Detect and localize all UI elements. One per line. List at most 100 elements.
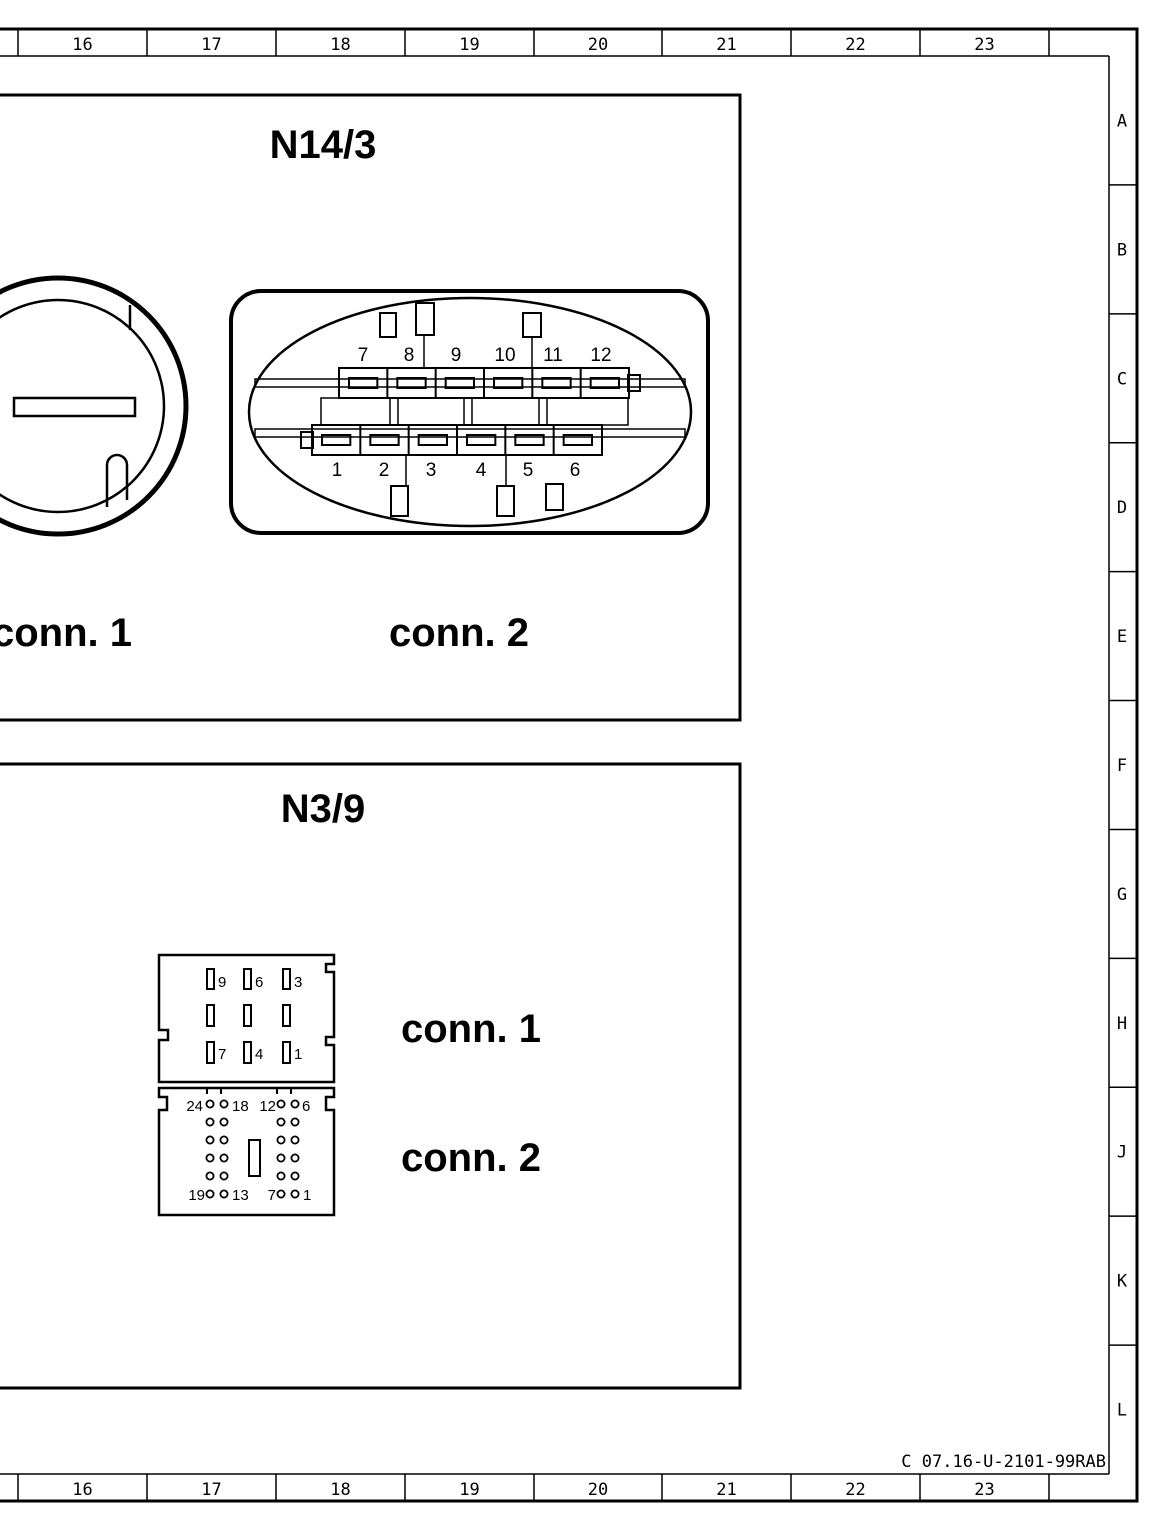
n14-3-conn2-pin-8: 8	[404, 345, 415, 366]
n3-9-conn1-pin-4: 4	[255, 1046, 263, 1063]
grid-row-K: K	[1117, 1272, 1128, 1292]
n3-9-conn2-hole	[290, 1171, 300, 1181]
n3-9-conn2-hole	[290, 1135, 300, 1145]
n3-9-conn1-pin-6: 6	[255, 974, 263, 991]
n3-9-conn2-hole	[205, 1189, 215, 1199]
document-id: C 07.16-U-2101-99RAB	[901, 1452, 1106, 1472]
n3-9-conn2-hole	[205, 1117, 215, 1127]
n3-9-conn1-pin-9: 9	[218, 974, 226, 991]
n14-3-conn2-top-slot	[589, 377, 621, 389]
grid-col-16-top: 16	[72, 35, 92, 55]
grid-col-18-bottom: 18	[330, 1480, 350, 1500]
grid-row-B: B	[1117, 240, 1127, 260]
n3-9-conn2-hole	[219, 1189, 229, 1199]
grid-row-A: A	[1117, 111, 1127, 131]
grid-row-D: D	[1117, 498, 1127, 518]
n3-9-conn1-pin-1: 1	[294, 1046, 302, 1063]
grid-col-17-bottom: 17	[201, 1480, 221, 1500]
n3-9-conn2-hole	[276, 1135, 286, 1145]
n3-9-conn2-hole	[205, 1135, 215, 1145]
n3-9-conn2-label: conn. 2	[401, 1136, 541, 1180]
n14-3-conn2-top-slot	[396, 377, 427, 389]
grid-row-J: J	[1117, 1143, 1127, 1163]
n14-3-conn2-pin-6: 6	[570, 460, 581, 481]
n3-9-conn2-pin-19: 19	[188, 1187, 205, 1204]
n3-9-conn1-pin-7: 7	[218, 1046, 226, 1063]
n14-3-conn2-bottom-slot	[514, 434, 545, 446]
n3-9-conn2-hole	[219, 1171, 229, 1181]
n3-9-conn2-hole	[276, 1153, 286, 1163]
n3-9-conn2-hole	[276, 1171, 286, 1181]
n14-3-conn2-pin-9: 9	[451, 345, 462, 366]
n14-3-conn2-drawing	[229, 289, 710, 535]
n14-3-conn2-bottom-slot	[466, 434, 497, 446]
n14-3-conn2-pin-4: 4	[476, 460, 487, 481]
n14-3-conn2-pin-1: 1	[332, 460, 343, 481]
n3-9-conn2-hole	[290, 1117, 300, 1127]
n3-9-conn2-pin-12: 12	[259, 1098, 276, 1115]
n14-3-conn2-pin-10: 10	[494, 345, 515, 366]
n14-3-conn2-pin-12: 12	[590, 345, 611, 366]
n14-3-conn1-drawing	[0, 275, 189, 537]
grid-row-C: C	[1117, 369, 1127, 389]
n3-9-conn2-hole	[290, 1189, 300, 1199]
grid-row-F: F	[1117, 756, 1127, 776]
n14-3-conn2-top-slot	[444, 377, 475, 389]
n3-9-conn1-label: conn. 1	[401, 1007, 541, 1051]
n14-3-conn2-top-slot	[493, 377, 524, 389]
n3-9-conn1-drawing	[157, 953, 336, 1084]
grid-col-19-bottom: 19	[459, 1480, 479, 1500]
n3-9-conn2-pin-1: 1	[303, 1187, 311, 1204]
n3-9-conn2-hole	[219, 1153, 229, 1163]
n14-3-conn2-top-slot	[348, 377, 379, 389]
n3-9-conn2-pin-18: 18	[232, 1098, 249, 1115]
n14-3-title: N14/3	[270, 123, 377, 167]
grid-col-18-top: 18	[330, 35, 350, 55]
grid-row-L: L	[1117, 1401, 1127, 1421]
n14-3-conn2-top-slot	[541, 377, 572, 389]
n14-3-panel	[0, 93, 742, 722]
grid-row-E: E	[1117, 627, 1127, 647]
n3-9-conn2-pin-24: 24	[186, 1098, 203, 1115]
n3-9-conn2-pin-6: 6	[302, 1098, 310, 1115]
n14-3-conn2-bottom-slot	[417, 434, 448, 446]
n14-3-conn2-label: conn. 2	[389, 611, 529, 655]
n3-9-conn2-hole	[276, 1117, 286, 1127]
n3-9-conn2-hole	[219, 1117, 229, 1127]
grid-col-20-bottom: 20	[588, 1480, 608, 1500]
n3-9-conn2-hole	[219, 1099, 229, 1109]
n3-9-conn2-drawing	[157, 1086, 336, 1217]
n3-9-conn2-pin-13: 13	[232, 1187, 249, 1204]
n3-9-conn2-holes	[205, 1099, 300, 1199]
grid-col-21-bottom: 21	[716, 1480, 736, 1500]
grid-col-17-top: 17	[201, 35, 221, 55]
n14-3-conn2-pin-5: 5	[523, 460, 534, 481]
n14-3-conn2-bottom-slot	[321, 434, 352, 446]
n3-9-conn2-hole	[205, 1153, 215, 1163]
n14-3-conn2-cells	[321, 368, 621, 455]
n3-9-conn2-hole	[276, 1189, 286, 1199]
n14-3-conn2-bottom-slot	[369, 434, 400, 446]
grid-col-21-top: 21	[716, 35, 736, 55]
n3-9-conn2-hole	[276, 1099, 286, 1109]
grid-col-23-top: 23	[974, 35, 994, 55]
n3-9-panel	[0, 762, 742, 1390]
n3-9-conn2-hole	[290, 1099, 300, 1109]
n3-9-conn2-pin-7: 7	[268, 1187, 276, 1204]
n14-3-conn2-pin-11: 11	[543, 345, 563, 366]
grid-row-G: G	[1117, 885, 1127, 905]
n3-9-title: N3/9	[281, 787, 366, 831]
n14-3-conn2-pin-7: 7	[358, 345, 369, 366]
grid-labels: 16161717181819192020212122222323ABCDEFGH…	[72, 35, 1128, 1500]
grid-ticks	[17, 29, 1137, 1501]
grid-col-20-top: 20	[588, 35, 608, 55]
n3-9-conn2-hole	[219, 1135, 229, 1145]
grid-col-22-bottom: 22	[845, 1480, 865, 1500]
n14-3-conn2-pin-2: 2	[379, 460, 390, 481]
grid-col-16-bottom: 16	[72, 1480, 92, 1500]
grid-col-19-top: 19	[459, 35, 479, 55]
grid-row-H: H	[1117, 1014, 1127, 1034]
n14-3-conn2-bottom-slot	[562, 434, 594, 446]
grid-col-23-bottom: 23	[974, 1480, 994, 1500]
